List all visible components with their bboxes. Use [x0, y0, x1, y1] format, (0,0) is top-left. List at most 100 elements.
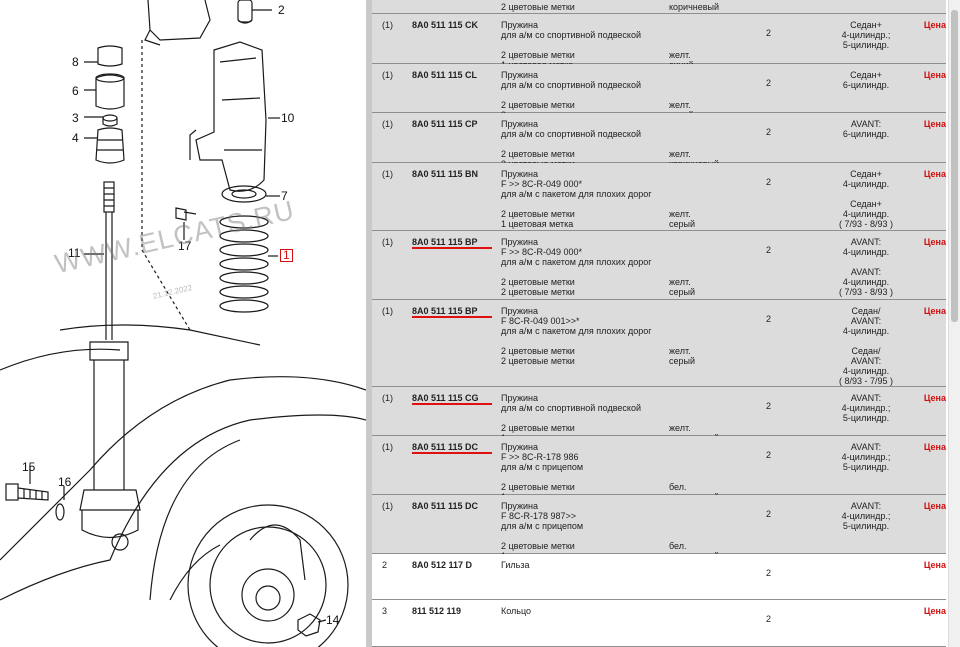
part-number[interactable]: 8A0 511 115 DC — [412, 501, 479, 511]
description-line: 2 цветовые метки — [501, 423, 575, 433]
color-line — [669, 442, 769, 452]
applicability: AVANT:4-цилиндр.AVANT:4-цилиндр.( 7/93 -… — [806, 237, 926, 297]
description-line — [501, 531, 671, 541]
applicability-line: 4-цилиндр.; — [841, 511, 891, 521]
description-line — [501, 413, 671, 423]
price-link[interactable]: Цена — [923, 442, 946, 452]
applicability-line: AVANT: — [850, 267, 882, 277]
position-number: 3 — [382, 606, 388, 616]
color-line — [669, 189, 769, 199]
vertical-scrollbar[interactable] — [948, 0, 960, 647]
price-link[interactable]: Цена — [923, 119, 946, 129]
description-line: для а/м с прицепом — [501, 462, 584, 472]
description-line: 2 цветовые метки — [501, 50, 575, 60]
price-link[interactable]: Цена — [923, 560, 946, 570]
position-number: (1) — [382, 20, 393, 30]
color-line: серый — [669, 219, 696, 229]
description-line: 2 цветовые метки — [501, 209, 575, 219]
price-link[interactable]: Цена — [923, 237, 946, 247]
color-marks: желт.серый — [669, 306, 769, 366]
callout-2: 2 — [278, 3, 285, 17]
part-number[interactable]: 8A0 511 115 BP — [412, 237, 478, 247]
applicability: Седан+6-цилиндр. — [806, 70, 926, 90]
description: 2 цветовые метки — [501, 0, 671, 12]
color-line: зелен. — [669, 0, 769, 2]
color-line: бел. — [669, 482, 687, 492]
callout-7: 7 — [281, 189, 288, 203]
applicability-line: 4-цилиндр. — [842, 179, 890, 189]
price-link[interactable]: Цена — [923, 20, 946, 30]
color-line — [669, 40, 769, 50]
part-number[interactable]: 8A0 511 115 CG — [412, 393, 479, 403]
position-number: (1) — [382, 237, 393, 247]
description-line — [501, 199, 671, 209]
part-number[interactable]: 8A0 511 115 CK — [412, 20, 479, 30]
red-underline — [412, 403, 492, 405]
price-link[interactable]: Цена — [923, 169, 946, 179]
color-marks: желт.синий — [669, 20, 769, 70]
applicability-line: 4-цилиндр. — [842, 277, 890, 287]
description-line — [501, 90, 671, 100]
part-number[interactable]: 8A0 511 115 CP — [412, 119, 478, 129]
color-line — [669, 237, 769, 247]
color-line — [669, 199, 769, 209]
exploded-view-drawing — [0, 0, 366, 647]
color-line — [669, 139, 769, 149]
price-link[interactable]: Цена — [923, 393, 946, 403]
quantity: 2 — [766, 127, 772, 137]
applicability-line: ( 7/93 - 8/93 ) — [838, 219, 894, 229]
description-line: F 8C-R-178 987>> — [501, 511, 577, 521]
description-line: Пружина — [501, 306, 538, 316]
applicability: AVANT:6-цилиндр. — [806, 119, 926, 139]
color-line: желт. — [669, 100, 691, 110]
applicability: Седан+4-цилиндр.;5-цилиндр. — [806, 20, 926, 50]
description-line: Пружина — [501, 70, 538, 80]
applicability-line: AVANT: — [850, 442, 882, 452]
position-number: (1) — [382, 306, 393, 316]
color-line — [669, 257, 769, 267]
part-number[interactable]: 8A0 511 115 BP — [412, 306, 478, 316]
quantity: 2 — [766, 177, 772, 187]
applicability-line: AVANT: — [850, 393, 882, 403]
color-line — [669, 316, 769, 326]
description-line — [501, 267, 671, 277]
color-line: желт. — [669, 346, 691, 356]
description-line: для а/м с пакетом для плохих дорог — [501, 257, 652, 267]
callout-1: 1 — [280, 249, 293, 262]
quantity: 2 — [766, 614, 772, 624]
part-number[interactable]: 811 512 119 — [412, 606, 462, 616]
parts-diagram: 1 2 4 3 6 8 10 7 17 11 15 16 14 WWW.ELCA… — [0, 0, 366, 647]
price-link[interactable]: Цена — [923, 501, 946, 511]
part-number[interactable]: 8A0 511 115 DC — [412, 442, 479, 452]
position-number: (1) — [382, 70, 393, 80]
color-line — [669, 247, 769, 257]
color-line — [669, 452, 769, 462]
applicability: AVANT:4-цилиндр.;5-цилиндр. — [806, 442, 926, 472]
price-link[interactable]: Цена — [923, 306, 946, 316]
part-number[interactable]: 8A0 511 115 CL — [412, 70, 478, 80]
color-line: желт. — [669, 209, 691, 219]
applicability-line — [806, 257, 926, 267]
description-line: 2 цветовые метки — [501, 541, 575, 551]
applicability-line: 6-цилиндр. — [842, 129, 890, 139]
scrollbar-thumb[interactable] — [951, 10, 958, 322]
color-line — [669, 501, 769, 511]
part-number[interactable]: 8A0 511 115 BN — [412, 169, 479, 179]
price-link[interactable]: Цена — [923, 70, 946, 80]
color-line — [669, 472, 769, 482]
color-line: серый — [669, 356, 696, 366]
applicability: Седан+4-цилиндр.Седан+4-цилиндр.( 7/93 -… — [806, 169, 926, 229]
part-number[interactable]: 8A0 512 117 D — [412, 560, 473, 570]
callout-8: 8 — [72, 55, 79, 69]
red-underline — [412, 247, 492, 249]
applicability: AVANT:4-цилиндр.;5-цилиндр. — [806, 501, 926, 531]
price-link[interactable]: Цена — [923, 606, 946, 616]
position-number: (1) — [382, 119, 393, 129]
description-line — [501, 336, 671, 346]
